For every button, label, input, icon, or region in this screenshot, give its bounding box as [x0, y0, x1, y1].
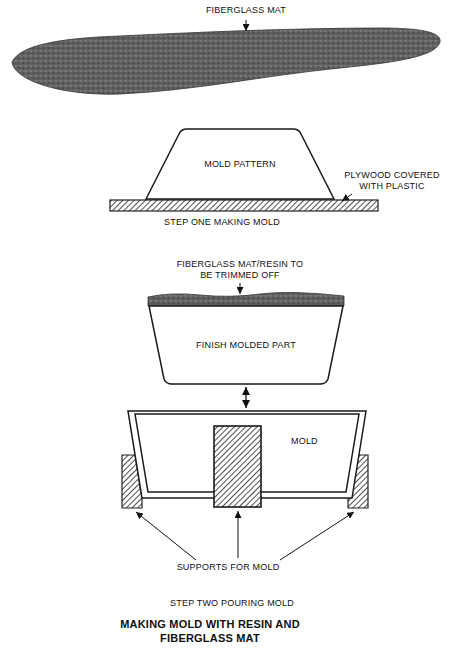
- part-name: FINISH MOLDED PART: [196, 340, 296, 351]
- callout-label: PLYWOOD COVERED WITH PLASTIC: [340, 170, 444, 192]
- leader-line: [342, 194, 352, 201]
- step-title: STEP ONE MAKING MOLD: [122, 217, 322, 228]
- double-arrow: [245, 387, 246, 408]
- step-title: STEP TWO POURING MOLD: [132, 598, 332, 609]
- leader-line: [246, 20, 247, 31]
- part-name: MOLD: [291, 436, 318, 447]
- callout-label: FIBERGLASS MAT: [181, 5, 311, 16]
- mold-box: MOLD: [126, 410, 368, 508]
- mold-pattern-box: MOLD PATTERN: [145, 128, 335, 200]
- mold-pattern-shape: [146, 129, 334, 199]
- callout-label: SUPPORTS FOR MOLD: [128, 562, 328, 573]
- leader-line: [238, 511, 239, 558]
- mold-core: [214, 426, 261, 507]
- callout-label: FIBERGLASS MAT/RESIN TO BE TRIMMED OFF: [175, 259, 305, 281]
- leader-line: [280, 512, 354, 560]
- mold-outline: [126, 410, 368, 508]
- plywood-board: [110, 200, 378, 211]
- part-name: MOLD PATTERN: [204, 159, 276, 170]
- fiberglass-mat: [12, 28, 440, 94]
- resin-layer: [148, 292, 344, 306]
- leader-line: [240, 283, 241, 294]
- figure-caption: MAKING MOLD WITH RESIN AND FIBERGLASS MA…: [96, 617, 324, 645]
- molded-part-shape: [149, 306, 343, 384]
- molded-part-box: FINISH MOLDED PART: [148, 305, 344, 385]
- leader-line: [136, 512, 196, 560]
